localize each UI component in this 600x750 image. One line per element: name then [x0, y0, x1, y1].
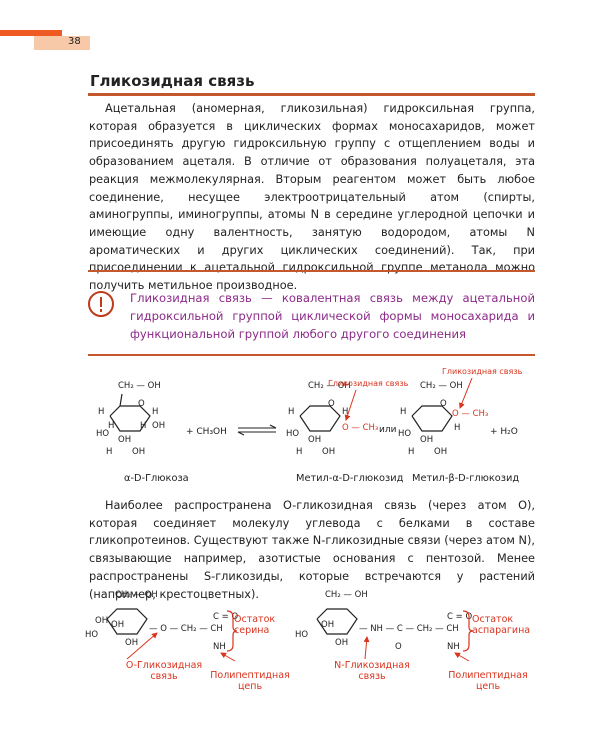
glucose-ring-5	[316, 608, 358, 635]
asparagine-label: Остаток аспарагина	[472, 614, 531, 636]
paragraph-1: Ацетальная (аномерная, гликозильная) гид…	[89, 102, 535, 293]
ch2oh-1: CH₂ — OH	[118, 381, 161, 391]
oh-2a: OH	[308, 435, 321, 445]
ho-4: HO	[85, 630, 98, 640]
ring-o-2: O	[328, 399, 335, 409]
chain-label-2: Полипептидная цепь	[448, 670, 528, 692]
o-double: O	[395, 642, 402, 652]
plus-water: + H₂O	[490, 427, 518, 437]
oh-2c: OH	[322, 447, 335, 457]
definition-note: Гликозидная связь — ковалентная связь ме…	[130, 291, 535, 341]
paragraph-2: Наиболее распространена O-гликозидная св…	[89, 499, 535, 601]
page-number: 38	[68, 36, 81, 47]
h-3e: H	[408, 447, 414, 457]
glucose-ring-3	[411, 405, 453, 432]
oh-1a: OH	[118, 435, 131, 445]
h-1d: H	[152, 407, 158, 417]
h-1a: H	[98, 407, 104, 417]
exclamation-icon	[88, 291, 114, 317]
bond-label-2: Гликозидная связь	[442, 367, 523, 376]
serine-bracket	[226, 610, 238, 652]
section-title: Гликозидная связь	[90, 72, 255, 90]
oh-4a: OH	[95, 616, 108, 626]
glucose-ring-2	[299, 405, 341, 432]
chain-label-1: Полипептидная цепь	[210, 670, 290, 692]
o-bond-label: O-Гликозидная связь	[125, 660, 203, 682]
serine-label: Остаток серина	[234, 614, 276, 636]
product1-label: Метил-α-D-глюкозид	[296, 473, 404, 484]
glucose-ring-4	[106, 608, 148, 635]
ho-1: HO	[96, 429, 109, 439]
h-1e: H	[106, 447, 112, 457]
page-tab	[0, 30, 92, 50]
h-2d: H	[342, 407, 348, 417]
oh-3c: OH	[434, 447, 447, 457]
ring-o-1: O	[138, 399, 145, 409]
oh-3a: OH	[420, 435, 433, 445]
equilibrium-arrow	[237, 424, 277, 436]
ho-3: HO	[398, 429, 411, 439]
och3-2: O — CH₃	[452, 409, 488, 419]
h-2e: H	[296, 447, 302, 457]
o-ch2-chain: — O — CH₂ — CH	[149, 624, 223, 634]
bond-label-1: Гликозидная связь	[328, 379, 409, 388]
oh-5c: OH	[335, 638, 348, 648]
divider-bottom	[88, 354, 535, 356]
ho-5: HO	[295, 630, 308, 640]
h-1b: H	[108, 421, 114, 431]
oh-1c: OH	[132, 447, 145, 457]
ho-2: HO	[286, 429, 299, 439]
och3-1: O — CH₃	[342, 423, 378, 433]
glucose-ring-1	[109, 393, 151, 432]
divider-top	[88, 270, 535, 272]
n-bond-label: N-Гликозидная связь	[334, 660, 410, 682]
plus-methanol: + CH₃OH	[186, 427, 227, 437]
or-text: или	[379, 425, 397, 435]
nh-c-chain: — NH — C — CH₂ — CH	[359, 624, 459, 634]
ch2oh-2: CH₂ — OH	[308, 381, 351, 391]
oh-4c: OH	[125, 638, 138, 648]
ch2oh-3: CH₂ — OH	[420, 381, 463, 391]
c-eq-o-2: C = O	[447, 612, 472, 622]
ring-o-3: O	[440, 399, 447, 409]
reaction-scheme: CH₂ — OH O H H HO OH H H OH H OH + CH₃OH…	[96, 367, 523, 457]
glycoside-scheme: CH₂ — OH OH OH HO OH — O — CH₂ — CH NH C…	[85, 590, 474, 662]
nh-1: NH	[213, 642, 226, 652]
product2-label: Метил-β-D-глюкозид	[412, 473, 520, 484]
asparagine-bracket	[462, 610, 474, 652]
h-3d: H	[454, 423, 460, 433]
c-eq-o-1: C = O	[213, 612, 238, 622]
nh-2: NH	[447, 642, 460, 652]
h-1c: H	[140, 421, 146, 431]
reagent-label: α-D-Глюкоза	[124, 473, 189, 484]
h-2a: H	[288, 407, 294, 417]
title-underline	[88, 93, 535, 96]
oh-4b: OH	[111, 620, 124, 630]
ch2oh-5: CH₂ — OH	[325, 590, 368, 600]
top-bar	[0, 0, 600, 4]
oh-5b: OH	[321, 620, 334, 630]
h-3a: H	[400, 407, 406, 417]
oh-1b: OH	[152, 421, 165, 431]
ch2oh-4: CH₂ — OH	[115, 590, 158, 600]
